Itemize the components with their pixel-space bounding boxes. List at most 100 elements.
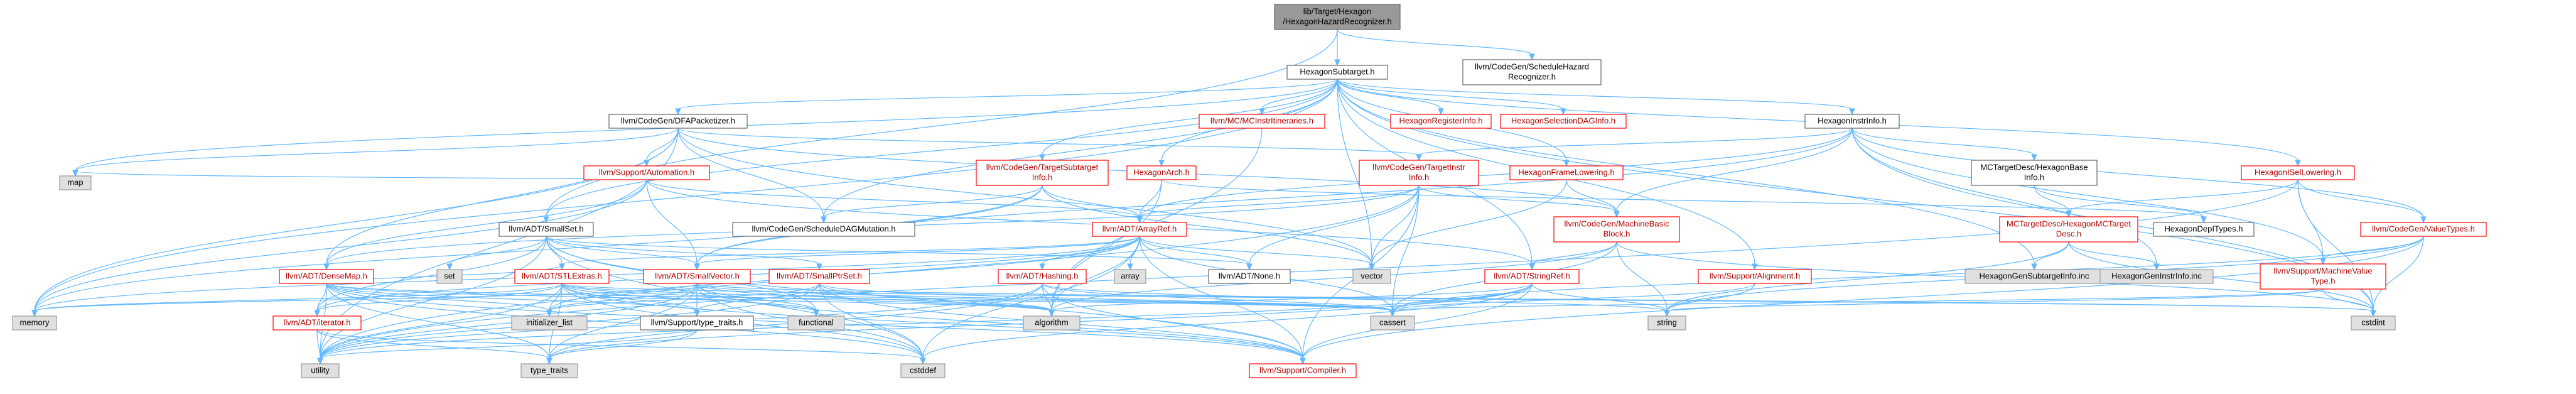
node-valuetypes[interactable]: llvm/CodeGen/ValueTypes.h [2360,222,2487,237]
node-box [1352,269,1391,284]
node-schedmut[interactable]: llvm/CodeGen/ScheduleDAGMutation.h [732,222,915,237]
node-box [1199,114,1325,129]
node-box [1500,114,1627,129]
node-label: Block.h [1603,229,1630,238]
node-box [1553,216,1680,243]
node-box [511,315,588,331]
node-label: algorithm [1035,317,1068,327]
node-box [640,315,754,331]
node-box [59,175,92,190]
dependency-arrow-smallvector-to-memory [31,283,698,317]
node-label: cassert [1379,317,1406,327]
dependency-arrow-root-to-schedhazard [1337,29,1535,61]
node-box [2099,269,2214,284]
node-vector: vector [1352,269,1391,284]
node-compiler[interactable]: llvm/Support/Compiler.h [1249,363,1357,378]
node-label: llvm/CodeGen/ValueTypes.h [2372,224,2475,233]
node-label: llvm/ADT/None.h [1219,271,1280,280]
dependency-arrow-smallvector-to-cassert [696,283,1396,317]
edge-layer [31,29,2427,365]
node-box [1126,165,1197,180]
node-label: llvm/ADT/ArrayRef.h [1102,224,1177,233]
node-stringref[interactable]: llvm/ADT/StringRef.h [1484,269,1580,284]
node-box [1249,363,1357,378]
dependency-arrow-hexisel-to-valuetypes [2297,179,2427,224]
node-label: HexagonInstrInfo.h [1818,116,1887,125]
node-hexframe[interactable]: HexagonFrameLowering.h [1509,165,1624,180]
node-hexarch[interactable]: HexagonArch.h [1126,165,1197,180]
node-functional: functional [787,315,845,331]
node-label: map [67,177,83,187]
node-stlextras[interactable]: llvm/ADT/STLExtras.h [514,269,610,284]
node-hexseldag[interactable]: HexagonSelectionDAGInfo.h [1500,114,1627,129]
node-dfapacketizer[interactable]: llvm/CodeGen/DFAPacketizer.h [608,114,748,129]
node-box [976,160,1109,186]
node-label: HexagonRegisterInfo.h [1399,116,1483,125]
node-typetraits[interactable]: llvm/Support/type_traits.h [640,315,754,331]
node-box [643,269,751,284]
node-label: llvm/ADT/SmallPtrSet.h [777,271,862,280]
node-box [1698,269,1812,284]
node-iterator[interactable]: llvm/ADT/iterator.h [272,315,362,331]
node-label: HexagonFrameLowering.h [1518,167,1614,177]
dependency-arrow-hexsubtarget-to-dfapacketizer [675,79,1338,116]
node-box [1484,269,1580,284]
dependency-arrow-hexisel-to-machvaltype [2297,179,2326,265]
node-alignment[interactable]: llvm/Support/Alignment.h [1698,269,1812,284]
dependency-arrow-arrayref-to-vector [1139,236,1375,271]
node-hashing[interactable]: llvm/ADT/Hashing.h [998,269,1087,284]
node-hexisel[interactable]: HexagonISelLowering.h [2241,165,2355,180]
node-box [1114,269,1146,284]
node-hexinstrinfo[interactable]: HexagonInstrInfo.h [1804,114,1900,129]
node-densemap[interactable]: llvm/ADT/DenseMap.h [279,269,374,284]
node-label: llvm/ADT/StringRef.h [1494,271,1570,280]
node-box [1647,315,1686,331]
node-arrayref[interactable]: llvm/ADT/ArrayRef.h [1092,222,1187,237]
node-smallptrset[interactable]: llvm/ADT/SmallPtrSet.h [768,269,870,284]
node-adtnone[interactable]: llvm/ADT/None.h [1208,269,1291,284]
node-smallvector[interactable]: llvm/ADT/SmallVector.h [643,269,751,284]
node-label: Info.h [1032,172,1053,182]
node-box [1999,216,2138,243]
node-label: Recognizer.h [1508,72,1556,81]
dependency-arrow-hexinstrinfo-to-smallvector [694,128,1853,271]
node-box [301,363,340,378]
dependency-arrow-hexinstrinfo-to-mctdhbi [1851,128,2037,161]
node-box [900,363,946,378]
node-hexdep[interactable]: HexagonDepITypes.h [2153,222,2255,237]
node-hexreginfo[interactable]: HexagonRegisterInfo.h [1390,114,1492,129]
node-label: MCTargetDesc/HexagonBase [1980,162,2088,172]
dependency-arrow-machvaltype-to-string [1664,288,2324,317]
node-label: HexagonGenSubtargetInfo.inc [1980,271,2089,280]
node-box [1208,269,1291,284]
node-label: Info.h [1409,172,1430,182]
node-box [1274,4,1401,30]
dependency-arrow-stringref-to-algorithm [1048,283,1533,317]
dependency-arrow-hexisel-to-hexmctd [2066,179,2298,218]
node-label: Info.h [2024,172,2045,182]
node-label: llvm/CodeGen/ScheduleHazard [1475,62,1589,71]
node-mcinstritin[interactable]: llvm/MC/MCInstrItineraries.h [1199,114,1325,129]
node-label: vector [1361,271,1383,280]
node-root[interactable]: lib/Target/Hexagon/HexagonHazardRecogniz… [1274,4,1401,30]
node-label: set [444,271,455,280]
node-box [520,363,578,378]
node-box [2360,222,2487,237]
node-box [514,269,610,284]
node-smallset[interactable]: llvm/ADT/SmallSet.h [498,222,594,237]
node-hexsubtarget[interactable]: HexagonSubtarget.h [1286,65,1388,80]
dependency-arrow-hexinstrinfo-to-arrayref [1136,128,1853,224]
node-box [1370,315,1415,331]
node-hexinstrinc: HexagonGenInstrInfo.inc [2099,269,2214,284]
node-supautomation[interactable]: llvm/Support/Automation.h [583,165,710,180]
node-box [2153,222,2255,237]
node-label: llvm/CodeGen/TargetSubtarget [986,162,1099,172]
dependency-arrow-stlextras-to-memory [31,283,563,317]
